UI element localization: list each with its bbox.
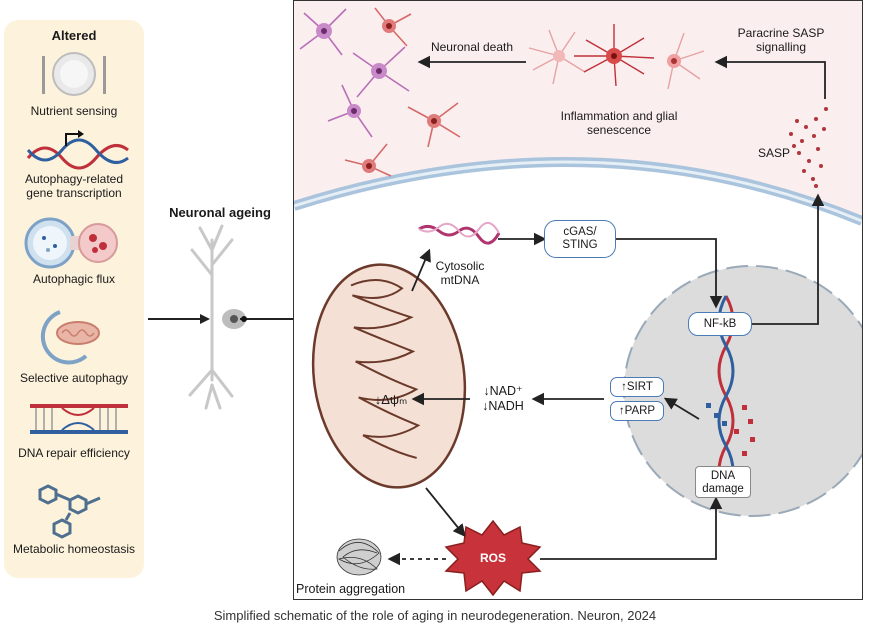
sidebar-item-dna-repair: DNA repair efficiency: [18, 446, 130, 460]
altered-sidebar: [4, 20, 144, 578]
sidebar-icons: [24, 52, 129, 539]
ros-starburst: [444, 519, 542, 597]
dna-repair-icon: [30, 404, 128, 434]
sidebar-item-gene-transcription: Autophagy-related gene transcription: [24, 172, 124, 200]
senescent-glia: [528, 24, 705, 90]
mtdna-squiggle: [418, 224, 501, 245]
nad-nadh-label: ↓NAD⁺ ↓NADH: [482, 384, 524, 413]
neuronal-death-label: Neuronal death: [430, 40, 514, 54]
ros-label: ROS: [479, 551, 506, 565]
dying-neurons-cluster: [299, 7, 461, 177]
pathway-arrows: [387, 55, 826, 566]
sasp-label: SASP: [757, 146, 790, 160]
neuronal-ageing-title: Neuronal ageing: [169, 205, 271, 220]
membrane-potential-label: ↓Δψₘ: [374, 392, 408, 407]
protein-aggregation-label: Protein aggregation: [296, 582, 406, 596]
sidebar-item-nutrient-sensing: Nutrient sensing: [30, 104, 118, 118]
mechanism-diagram: [294, 1, 862, 597]
cgas-sting-box: cGAS/ STING: [544, 220, 616, 258]
aging-neuron-illustration: [148, 224, 294, 410]
paracrine-sasp-label: Paracrine SASP signalling: [737, 26, 825, 54]
mitochondrion: [311, 263, 467, 489]
sasp-particles: [789, 107, 828, 188]
cytosolic-mtdna-label: Cytosolic mtDNA: [435, 259, 485, 287]
nfkb-box: NF-kB: [688, 312, 752, 336]
sidebar-item-selective-autophagy: Selective autophagy: [19, 371, 129, 385]
sidebar-item-metabolic-homeostasis: Metabolic homeostasis: [12, 542, 136, 556]
protein-aggregate: [336, 538, 382, 576]
autophagosome-icon: [24, 217, 118, 269]
dna-transcription-icon: [26, 130, 129, 170]
inflammation-label: Inflammation and glial senescence: [560, 109, 678, 137]
sidebar-title: Altered: [51, 28, 97, 43]
dna-damage-box: DNA damage: [695, 466, 751, 498]
sirt-box: ↑SIRT: [610, 377, 664, 397]
metabolite-molecule-icon: [38, 484, 101, 539]
figure-caption: Simplified schematic of the role of agin…: [213, 608, 657, 623]
plate-icon: [42, 52, 106, 96]
sidebar-item-autophagic-flux: Autophagic flux: [32, 272, 116, 286]
parp-box: ↑PARP: [610, 401, 664, 421]
mitophagy-icon: [40, 310, 100, 365]
neuron-soma-dots: [316, 19, 441, 173]
dna-fragments: [734, 405, 755, 456]
